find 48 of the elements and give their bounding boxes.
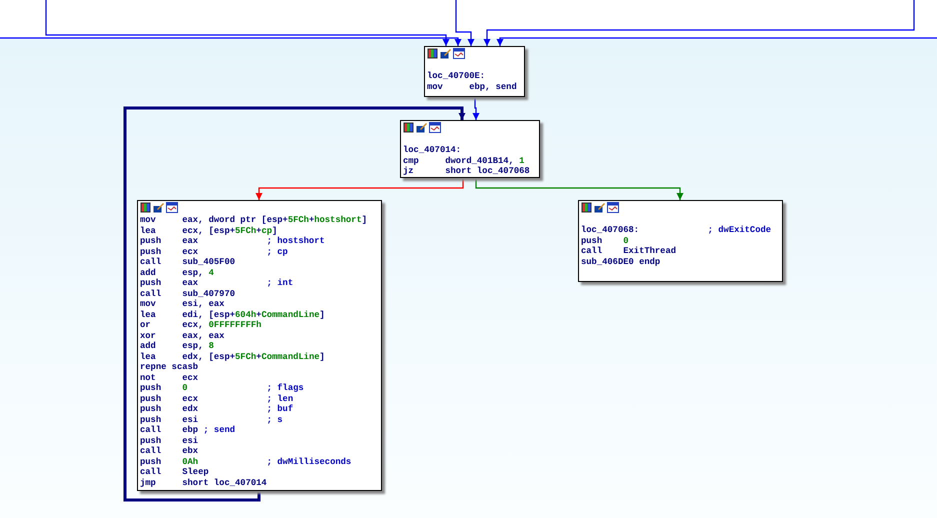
assembly-line: push eax ; int bbox=[140, 278, 294, 288]
arrow bbox=[124, 106, 466, 502]
arrow bbox=[0, 37, 462, 46]
assembly-line: call ebp ; send bbox=[140, 425, 236, 436]
assembly-line: push 0Ah ; dwMilliseconds bbox=[140, 456, 352, 467]
assembly-line: call sub_405F00 bbox=[140, 257, 236, 268]
assembly-line: loc_407014: bbox=[403, 145, 462, 156]
assembly-line: push esi bbox=[140, 436, 200, 446]
assembly-line: repne scasb bbox=[140, 362, 200, 372]
assembly-line: lea ecx, [esp+5FCh+cp] bbox=[140, 226, 278, 236]
assembly-line: push 0 ; flags bbox=[140, 383, 305, 394]
assembly-line: push eax ; hostshort bbox=[140, 236, 326, 246]
assembly-line: call sub_407970 bbox=[140, 288, 236, 299]
assembly-line: mov eax, dword ptr [esp+5FCh+hostshort] bbox=[140, 215, 368, 226]
code-block bbox=[137, 200, 382, 491]
assembly-line: mov ebp, send bbox=[427, 82, 518, 92]
assembly-line: loc_407068: ; dwExitCode bbox=[581, 225, 772, 236]
arrow bbox=[256, 178, 464, 200]
arrow bbox=[496, 37, 937, 46]
assembly-line: add esp, 8 bbox=[140, 341, 215, 352]
assembly-line: add esp, 4 bbox=[140, 268, 215, 278]
code-block bbox=[400, 120, 540, 178]
assembly-line: push 0 bbox=[581, 236, 630, 246]
assembly-line: sub_406DE0 endp bbox=[581, 256, 662, 267]
assembly-line: push edx ; buf bbox=[140, 404, 294, 414]
assembly-line: lea edi, [esp+604h+CommandLine] bbox=[140, 310, 326, 320]
assembly-line: xor eax, eax bbox=[140, 330, 226, 341]
assembly-line: call ebx bbox=[140, 446, 200, 456]
arrow bbox=[475, 178, 684, 200]
assembly-line: mov esi, eax bbox=[140, 299, 226, 310]
arrow bbox=[455, 0, 474, 46]
assembly-line: not ecx bbox=[140, 372, 200, 383]
code-block bbox=[424, 46, 525, 97]
assembly-line: push esi ; s bbox=[140, 414, 284, 425]
assembly-line: jmp short loc_407014 bbox=[140, 478, 268, 488]
assembly-line: call Sleep bbox=[140, 467, 210, 478]
assembly-line: cmp dword_401B14, 1 bbox=[403, 156, 526, 166]
arrow bbox=[484, 0, 915, 46]
assembly-line: lea edx, [esp+5FCh+CommandLine] bbox=[140, 352, 326, 362]
assembly-line: call ExitThread bbox=[581, 246, 678, 256]
assembly-line: push ecx ; cp bbox=[140, 246, 289, 257]
code-block bbox=[578, 200, 783, 282]
arrow bbox=[45, 0, 450, 46]
assembly-line: loc_40700E: bbox=[427, 71, 486, 82]
assembly-line: jz short loc_407068 bbox=[403, 166, 531, 176]
assembly-line: or ecx, 0FFFFFFFFh bbox=[140, 320, 262, 330]
assembly-line: push ecx ; len bbox=[140, 394, 294, 404]
arrow bbox=[472, 97, 480, 120]
